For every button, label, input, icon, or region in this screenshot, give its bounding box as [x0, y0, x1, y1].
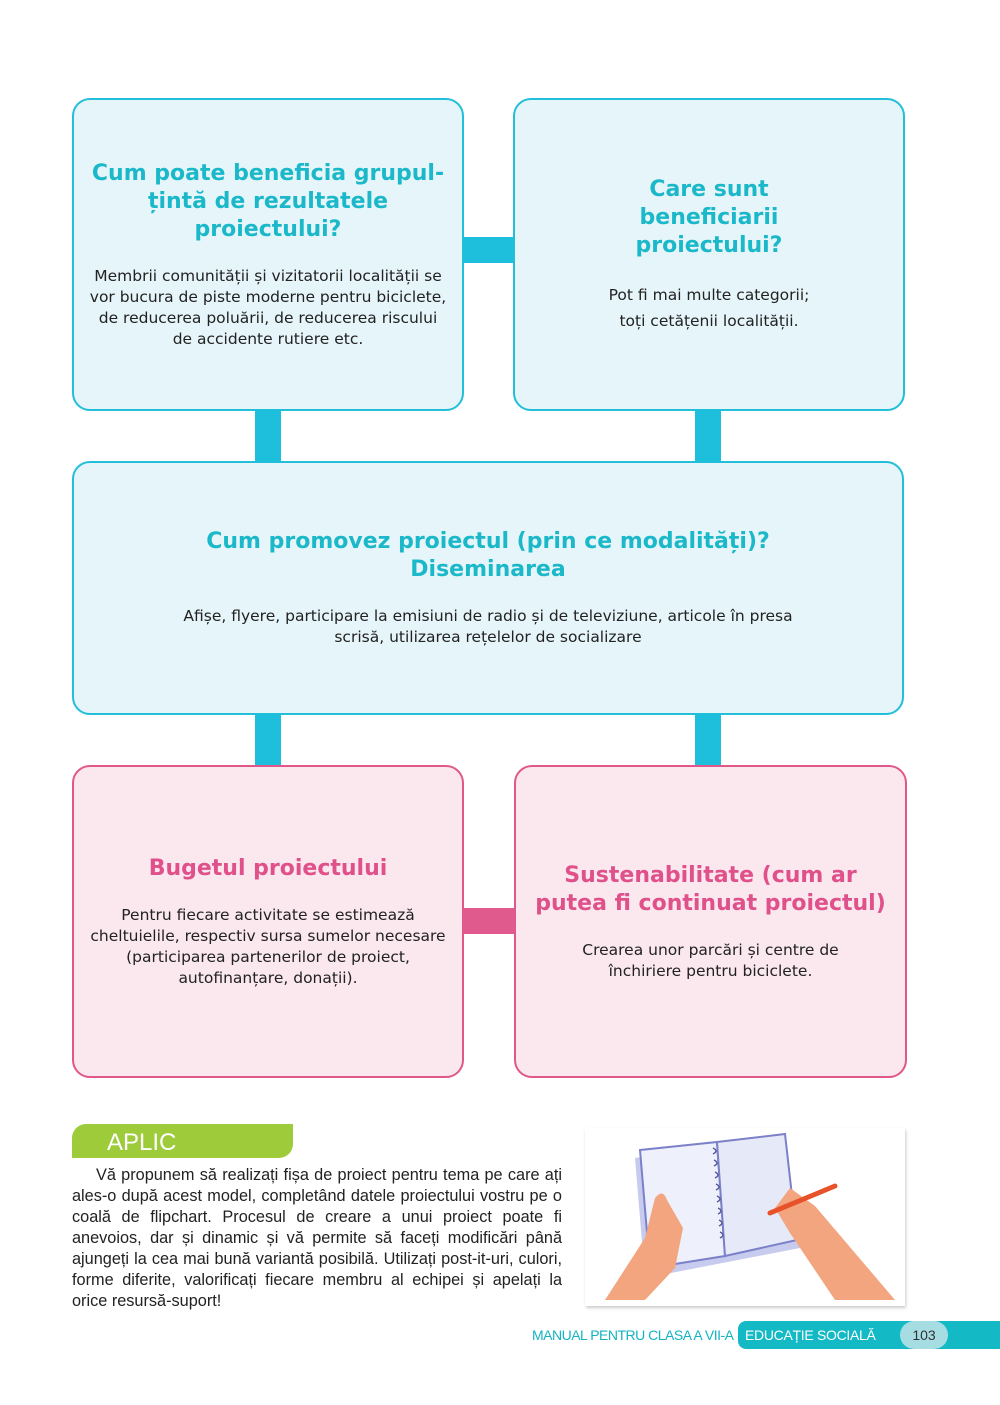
aplic-paragraph: Vă propunem să realizați fișa de proiect…: [72, 1166, 562, 1310]
box-title: Bugetul proiectului: [148, 855, 388, 881]
dissemination-box: Cum promovez proiectul (prin ce modalită…: [72, 461, 904, 715]
footer-subject-pill: EDUCAȚIE SOCIALĂ 103: [738, 1321, 1000, 1349]
aplic-heading: APLIC: [72, 1124, 293, 1158]
box-subtitle: Diseminarea: [410, 557, 566, 582]
box-text: Pot fi mai multe categorii; toți cetățen…: [609, 282, 810, 334]
box-title-group: Cum promovez proiectul (prin ce modalită…: [206, 528, 770, 584]
budget-box: Bugetul proiectului Pentru fiecare activ…: [72, 765, 464, 1078]
box-text: Pentru fiecare activitate se estimează c…: [90, 905, 446, 987]
box-text-line: toți cetățenii localității.: [619, 311, 799, 330]
box-title: Care sunt beneficiarii proiectului?: [635, 176, 783, 258]
beneficiaries-box: Care sunt beneficiarii proiectului? Pot …: [513, 98, 905, 411]
sustainability-box: Sustenabilitate (cum ar putea fi continu…: [514, 765, 907, 1078]
connector: [695, 714, 721, 766]
box-text: Afișe, flyere, participare la emisiuni d…: [183, 607, 793, 646]
connector: [463, 237, 514, 263]
footer-manual-label: MANUAL PENTRU CLASA A VII-A: [532, 1327, 734, 1343]
box-title: Cum promovez proiectul (prin ce modalită…: [206, 529, 770, 554]
connector: [695, 410, 721, 462]
box-text: Membrii comunității și vizitatorii local…: [89, 266, 447, 348]
target-group-box: Cum poate beneficia grupul-țintă de rezu…: [72, 98, 464, 411]
connector: [255, 410, 281, 462]
footer-subject: EDUCAȚIE SOCIALĂ: [745, 1327, 876, 1343]
box-text: Crearea unor parcări și centre de închir…: [582, 940, 839, 980]
page-number: 103: [900, 1321, 948, 1349]
connector: [463, 908, 515, 934]
box-title: Cum poate beneficia grupul-țintă de rezu…: [91, 160, 445, 242]
notebook-writing-illustration: [585, 1128, 905, 1306]
connector: [255, 714, 281, 766]
box-title: Sustenabilitate (cum ar putea fi continu…: [535, 862, 886, 916]
box-text-line: Pot fi mai multe categorii;: [608, 285, 810, 304]
